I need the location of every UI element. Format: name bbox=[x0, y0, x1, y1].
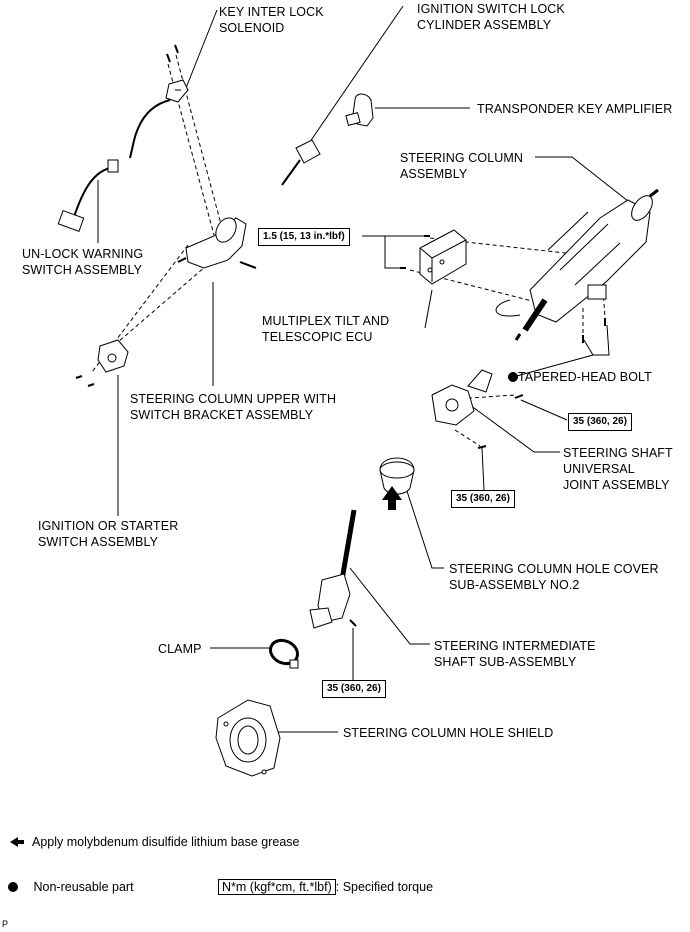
legend-torque-unit: N*m (kgf*cm, ft.*lbf) bbox=[218, 879, 336, 895]
hole-shield bbox=[215, 699, 281, 777]
leader-shaft-ujoint bbox=[469, 404, 560, 453]
multiplex-ecu bbox=[400, 229, 467, 285]
label-ignition-lock-cylinder: IGNITION SWITCH LOCK CYLINDER ASSEMBLY bbox=[417, 2, 565, 32]
transponder-amplifier bbox=[345, 93, 374, 127]
leader-tapered-bolt bbox=[512, 324, 610, 378]
label-steering-shaft-ujoint: STEERING SHAFT UNIVERSAL JOINT ASSEMBLY bbox=[563, 446, 673, 492]
label-column-upper-bracket: STEERING COLUMN UPPER WITH SWITCH BRACKE… bbox=[130, 392, 337, 422]
unlock-warning-switch bbox=[57, 159, 119, 232]
clamp bbox=[268, 638, 300, 669]
corner-mark: P bbox=[2, 919, 9, 929]
label-hole-cover: STEERING COLUMN HOLE COVER SUB-ASSEMBLY … bbox=[449, 562, 659, 592]
steering-shaft-ujoint bbox=[431, 369, 524, 449]
label-hole-shield: STEERING COLUMN HOLE SHIELD bbox=[343, 726, 554, 740]
leader-intermediate-shaft bbox=[349, 567, 430, 645]
legend-grease-arrow-icon bbox=[10, 837, 24, 847]
grease-arrow-icon bbox=[382, 486, 402, 510]
label-intermediate-shaft: STEERING INTERMEDIATE SHAFT SUB-ASSEMBLY bbox=[434, 639, 596, 669]
label-unlock-warning-switch: UN-LOCK WARNING SWITCH ASSEMBLY bbox=[22, 247, 144, 277]
legend-nonreusable: Non-reusable part bbox=[8, 879, 134, 895]
hole-cover bbox=[379, 457, 415, 495]
intermediate-shaft bbox=[309, 509, 357, 629]
steering-column-assembly bbox=[495, 188, 659, 343]
leader-multiplex-ecu bbox=[424, 289, 433, 329]
leader-ecu-torque bbox=[362, 235, 425, 269]
leader-ign-lock-cyl bbox=[302, 5, 404, 153]
label-clamp: CLAMP bbox=[158, 642, 202, 656]
leader-hole-cover bbox=[404, 484, 444, 569]
label-tapered-head-bolt: TAPERED-HEAD BOLT bbox=[508, 369, 652, 385]
leader-steering-col bbox=[535, 156, 634, 206]
key-interlock-solenoid bbox=[129, 44, 189, 159]
ignition-starter-switch bbox=[75, 339, 129, 387]
label-multiplex-ecu: MULTIPLEX TILT AND TELESCOPIC ECU bbox=[262, 314, 390, 344]
legend-dot-icon bbox=[8, 882, 18, 892]
legend-grease: Apply molybdenum disulfide lithium base … bbox=[32, 835, 300, 849]
column-upper-bracket bbox=[177, 217, 257, 269]
legend-torque-desc: : Specified torque bbox=[335, 880, 434, 894]
label-ignition-starter-switch: IGNITION OR STARTER SWITCH ASSEMBLY bbox=[38, 519, 179, 549]
label-transponder-amplifier: TRANSPONDER KEY AMPLIFIER bbox=[477, 102, 673, 116]
tapered-bolt-text: TAPERED-HEAD BOLT bbox=[518, 370, 652, 384]
torque-ujoint-lower: 35 (360, 26) bbox=[451, 490, 515, 508]
legend-torque: N*m (kgf*cm, ft.*lbf): Specified torque bbox=[218, 879, 433, 895]
ignition-lock-cylinder bbox=[281, 139, 321, 186]
torque-intermediate: 35 (360, 26) bbox=[322, 680, 386, 698]
nonreusable-dot-icon bbox=[508, 372, 518, 382]
leader-key-interlock bbox=[185, 9, 218, 89]
leader-ujoint-torque2 bbox=[481, 447, 485, 491]
torque-ecu: 1.5 (15, 13 in.*lbf) bbox=[258, 228, 350, 246]
label-steering-column-assembly: STEERING COLUMN ASSEMBLY bbox=[400, 151, 524, 181]
leader-ujoint-torque1 bbox=[520, 399, 568, 421]
torque-ujoint-upper: 35 (360, 26) bbox=[568, 413, 632, 431]
label-key-interlock-solenoid: KEY INTER LOCK SOLENOID bbox=[219, 5, 324, 35]
legend-nonreusable-text: Non-reusable part bbox=[33, 880, 134, 894]
